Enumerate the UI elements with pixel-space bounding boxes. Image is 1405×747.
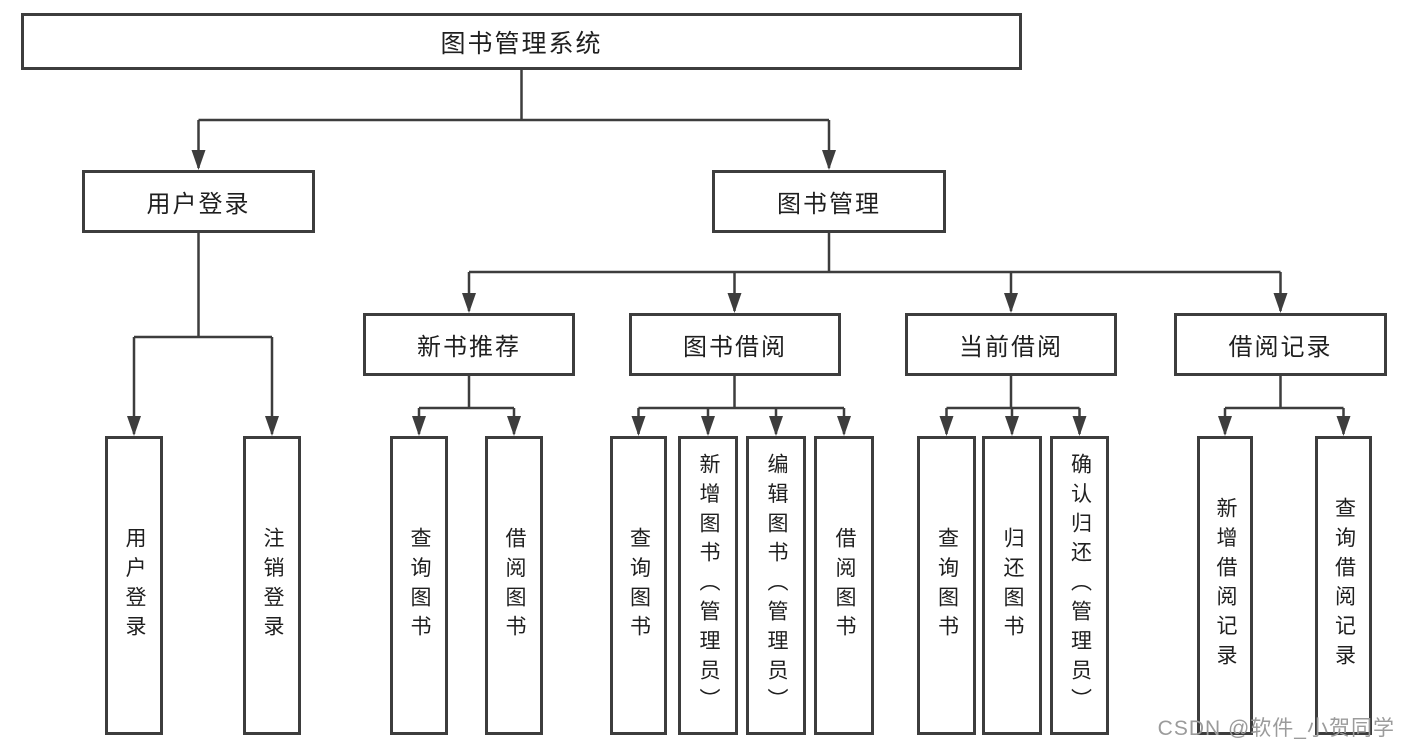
arrow-down-icon bbox=[701, 416, 715, 436]
leaf-records-query-record: 查询借阅记录 bbox=[1315, 436, 1372, 735]
arrow-down-icon bbox=[1218, 416, 1232, 436]
arrow-down-icon bbox=[127, 416, 141, 436]
leaf-newbook-borrow-books: 借阅图书 bbox=[485, 436, 543, 735]
leaf-current-return-books: 归还图书 bbox=[982, 436, 1042, 735]
node-book-management: 图书管理 bbox=[712, 170, 946, 233]
node-current-borrowing: 当前借阅 bbox=[905, 313, 1117, 376]
leaf-current-query-books: 查询图书 bbox=[917, 436, 976, 735]
arrow-down-icon bbox=[769, 416, 783, 436]
leaf-logout: 注销登录 bbox=[243, 436, 301, 735]
leaf-user-login: 用户登录 bbox=[105, 436, 163, 735]
leaf-current-confirm-return-admin: 确认归还（管理员） bbox=[1050, 436, 1109, 735]
arrow-down-icon bbox=[1336, 416, 1351, 436]
connector-lines bbox=[132, 70, 1345, 434]
arrow-down-icon bbox=[265, 416, 279, 436]
arrow-down-icon bbox=[507, 416, 521, 436]
arrow-down-icon bbox=[822, 150, 836, 170]
arrow-down-icon bbox=[412, 416, 426, 436]
leaf-borrow-edit-books-admin: 编辑图书（管理员） bbox=[746, 436, 806, 735]
arrow-down-icon bbox=[939, 416, 954, 436]
csdn-watermark: CSDN @软件_小贺同学 bbox=[1157, 717, 1395, 740]
arrow-down-icon bbox=[1005, 416, 1019, 436]
node-user-login: 用户登录 bbox=[82, 170, 315, 233]
leaf-borrow-borrow-books: 借阅图书 bbox=[814, 436, 874, 735]
arrow-down-icon bbox=[462, 293, 476, 313]
arrow-down-icon bbox=[727, 293, 742, 313]
leaf-records-add-record: 新增借阅记录 bbox=[1197, 436, 1253, 735]
arrow-down-icon bbox=[631, 416, 646, 436]
node-library-system: 图书管理系统 bbox=[21, 13, 1022, 70]
arrow-down-icon bbox=[1004, 293, 1018, 313]
arrow-down-icon bbox=[1072, 416, 1087, 436]
node-new-book-recommend: 新书推荐 bbox=[363, 313, 575, 376]
arrow-down-icon bbox=[1273, 293, 1288, 313]
leaf-borrow-add-books-admin: 新增图书（管理员） bbox=[678, 436, 738, 735]
arrow-down-icon bbox=[837, 416, 851, 436]
leaf-newbook-query-books: 查询图书 bbox=[390, 436, 448, 735]
arrow-down-icon bbox=[191, 150, 206, 170]
node-book-borrowing: 图书借阅 bbox=[629, 313, 841, 376]
leaf-borrow-query-books: 查询图书 bbox=[610, 436, 667, 735]
node-borrowing-records: 借阅记录 bbox=[1174, 313, 1387, 376]
